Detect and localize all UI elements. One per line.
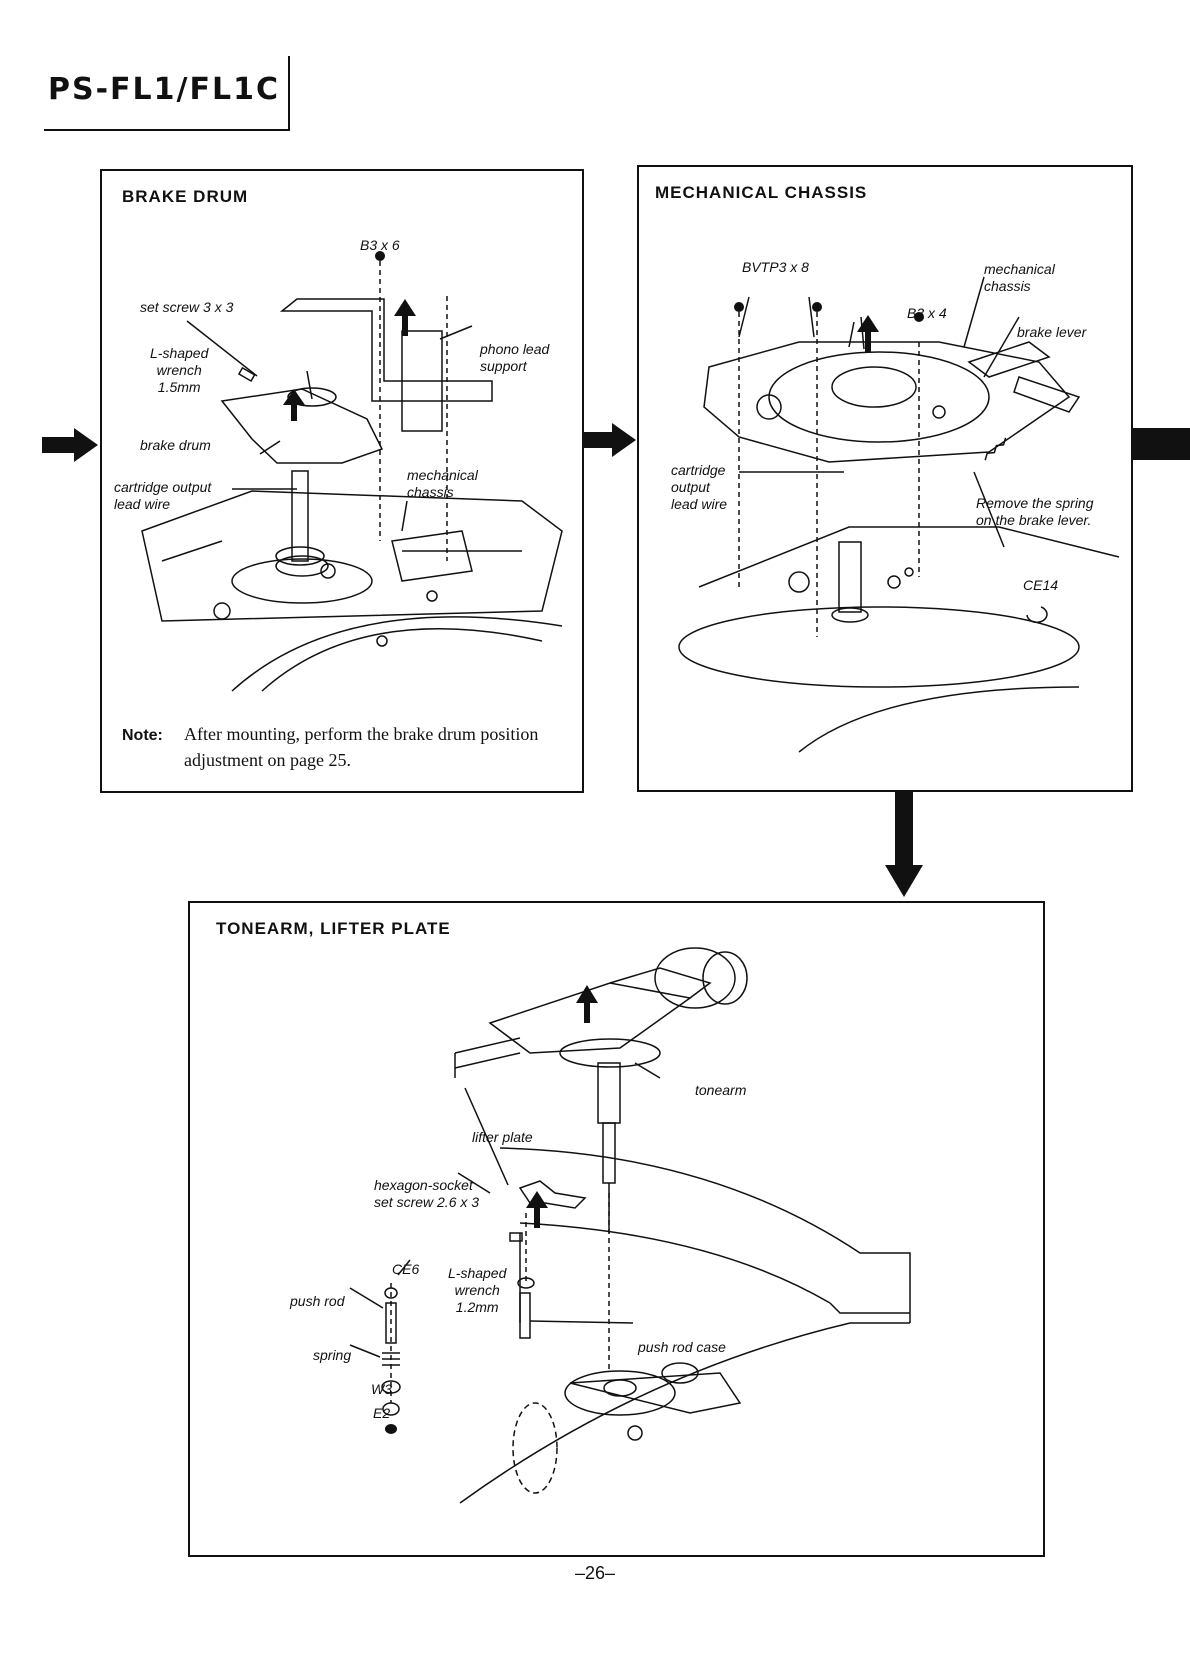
label-spring: spring: [313, 1347, 352, 1363]
flow-arrow-in-icon: [42, 428, 98, 462]
label-brake-drum: brake drum: [140, 437, 211, 453]
label-mechanical-chassis: mechanical chassis: [984, 261, 1055, 294]
model-title: PS-FL1/FL1C: [48, 72, 280, 107]
panel-title: MECHANICAL CHASSIS: [655, 183, 868, 202]
label-hex-socket-screw: hexagon-socket set screw 2.6 x 3: [374, 1177, 480, 1210]
tonearm-lifter-panel: TONEARM, LIFTER PLATE: [188, 901, 1045, 1557]
label-cartridge-output-lead: cartridge output lead wire: [671, 462, 728, 512]
label-l-wrench: L-shaped wrench 1.2mm: [448, 1265, 507, 1315]
flow-arrow-down-icon: [885, 787, 923, 897]
note-text: After mounting, perform the brake drum p…: [184, 724, 539, 770]
mechanical-chassis-diagram: [678, 276, 1120, 753]
flow-arrow-right-icon: [580, 423, 636, 457]
header-underline: [44, 129, 290, 131]
page-number: –26–: [574, 1563, 616, 1583]
header-divider: [288, 56, 290, 130]
label-b3x6: B3 x 6: [360, 237, 400, 253]
label-lifter-plate: lifter plate: [472, 1129, 533, 1145]
label-push-rod: push rod: [290, 1293, 345, 1309]
label-bvtp3x8: BVTP3 x 8: [742, 259, 809, 275]
label-ce6: CE6: [392, 1261, 420, 1277]
label-w3: W3: [371, 1381, 392, 1397]
panel-title: TONEARM, LIFTER PLATE: [216, 919, 451, 938]
label-e2: E2: [373, 1405, 391, 1421]
label-cartridge-output-lead: cartridge output lead wire: [114, 479, 212, 512]
label-remove-spring-note: Remove the spring on the brake lever.: [976, 495, 1094, 528]
brake-drum-diagram: [141, 251, 563, 692]
label-mechanical-chassis: mechanical chassis: [407, 467, 478, 500]
label-tonearm: tonearm: [695, 1082, 747, 1098]
label-l-wrench: L-shaped wrench 1.5mm: [150, 345, 209, 395]
brake-drum-panel: BRAKE DRUM: [100, 169, 584, 793]
label-phono-lead-support: phono lead support: [480, 341, 550, 374]
mechanical-chassis-panel: MECHANICAL CHASSIS: [637, 165, 1133, 792]
flow-arrow-out-icon: [1130, 428, 1190, 460]
label-push-rod-case: push rod case: [638, 1339, 726, 1355]
note-label: Note:: [122, 727, 163, 744]
label-brake-lever: brake lever: [1017, 324, 1087, 340]
tonearm-lifter-diagram: [349, 947, 911, 1504]
note-block: Note: After mounting, perform the brake …: [122, 721, 538, 770]
label-ce14: CE14: [1023, 577, 1059, 593]
label-b3x4: B3 x 4: [907, 305, 947, 321]
label-set-screw: set screw 3 x 3: [140, 299, 234, 315]
panel-title: BRAKE DRUM: [122, 187, 249, 206]
